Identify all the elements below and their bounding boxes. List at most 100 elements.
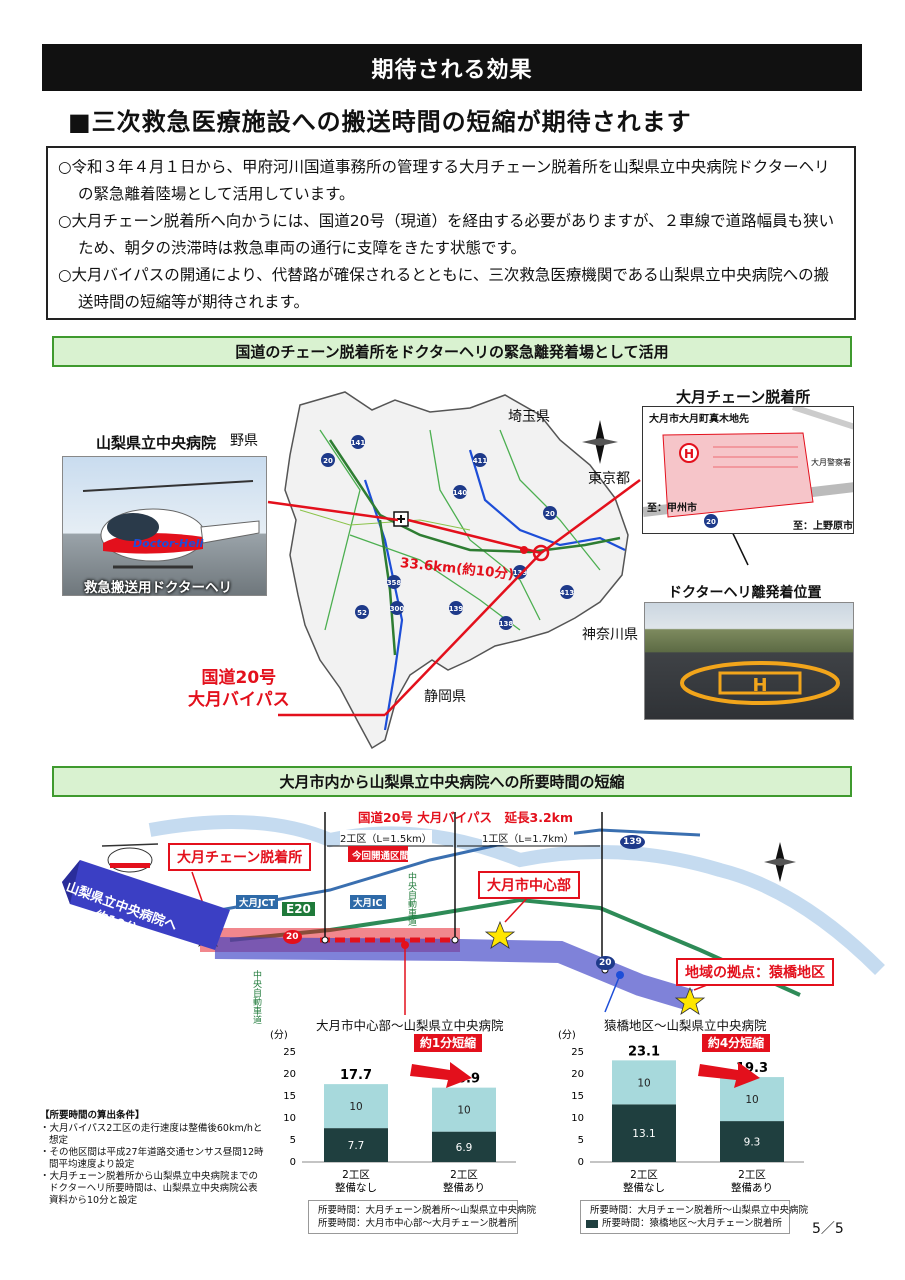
city-center-callout: 大月市中心部 [478,871,580,899]
bar-data-label: 13.1 [632,1128,655,1140]
x-tick-label: 2工区 [450,1169,478,1181]
x-tick-label: 整備あり [443,1181,485,1194]
condition-item: ・その他区間は平成27年道路交通センサス昼間12時間平均速度より設定 [40,1147,264,1170]
route-number: 140 [453,489,468,497]
route-number: 413 [560,589,575,597]
north-compass-icon [764,842,796,882]
route-number: 358 [387,579,402,587]
pref-tokyo: 東京都 [588,471,630,487]
chart-travel-time-saruhashi: (分)051015202513.11023.12工区整備なし9.31019.32… [558,1029,804,1194]
x-tick-label: 2工区 [630,1169,658,1181]
bar-data-label: 10 [745,1094,758,1106]
x-tick-label: 2工区 [342,1169,370,1181]
bar-segment [612,1060,676,1105]
bullet-item: ○大月バイパスの開通により、代替路が確保されるとともに、三次救急医療機関である山… [58,266,830,311]
y-tick-label: 0 [290,1157,296,1168]
y-tick-label: 25 [571,1047,584,1058]
annotation-arrow [698,1062,760,1088]
svg-text:20: 20 [706,518,716,526]
legend-item: 所要時間：大月チェーン脱着所～山梨県立中央病院 [590,1205,809,1216]
y-tick-label: 5 [290,1135,296,1146]
route-number: 20 [323,457,333,465]
pref-kanagawa: 神奈川県 [582,627,638,643]
chuo-expressway-label: 中央自動車道 [251,970,261,1024]
chain-station-callout: 大月チェーン脱着所 [168,843,312,871]
chart2-legend: 所要時間：大月チェーン脱着所～山梨県立中央病院 所要時間：猿橋地区～大月チェーン… [580,1200,809,1234]
prefecture-outline [284,391,629,750]
y-tick-label: 25 [283,1047,296,1058]
svg-text:Doctor-Heli: Doctor-Heli [133,537,203,550]
page-header: 期待される効果 [42,44,862,91]
x-tick-label: 整備あり [731,1181,773,1194]
section1-label: 1工区（L=1.7km） [482,830,574,845]
bullet-item: ○大月チェーン脱着所へ向かうには、国道20号（現道）を経由する必要がありますが、… [58,212,835,257]
saruhashi-callout: 地域の拠点：猿橋地区 [676,958,834,986]
y-tick-label: 15 [571,1091,584,1102]
bar-segment [432,1087,496,1132]
police-label: 大月警察署 [811,458,851,467]
route-number: 411 [473,457,488,465]
pref-nagano: 野県 [230,433,258,449]
section-title: ■三次救急医療施設への搬送時間の短縮が期待されます [68,108,692,136]
bullet-item: ○令和３年４月１日から、甲府河川国道事務所の管理する大月チェーン脱着所を山梨県立… [58,158,830,203]
yamanashi-map: 141 20 411 140 20 358 300 52 139 138 413… [267,391,749,750]
section2-label: 2工区（L=1.5km） [340,830,432,845]
route-number: 138 [499,620,514,628]
saruhashi-star-icon [674,986,706,1015]
y-tick-label: 15 [283,1091,296,1102]
chuo-expressway-label-2: 中央自動車道 [406,872,416,926]
r20-sign-east: 20 [596,956,615,970]
heliport-caption: ドクターヘリ離発着位置 [668,585,822,601]
r20-sign: 20 [283,930,302,944]
pref-saitama: 埼玉県 [508,409,550,425]
arrow-to-hospital [62,860,230,950]
y-tick-label: 10 [283,1113,296,1124]
heliport-h-icon [679,443,699,463]
y-tick-label: 10 [571,1113,584,1124]
to-uenohara-label: 至：上野原市 [793,521,853,532]
flight-route-line [407,518,542,555]
conditions-title: 【所要時間の算出条件】 [40,1110,145,1121]
chart1-legend: 所要時間：大月チェーン脱着所～山梨県立中央病院 所要時間：大月市中心部～大月チェ… [308,1200,537,1234]
bar-data-label: 9.3 [744,1137,761,1149]
bar-data-label: 10 [349,1101,362,1113]
north-compass-icon [582,420,618,464]
bar-segment [720,1077,784,1122]
chain-station-title: 大月チェーン脱着所 [676,388,811,406]
route-number: 139 [449,605,464,613]
bypass-title: 国道20号 大月バイパス 延長3.2km [358,810,573,825]
bar-segment [612,1104,676,1162]
banner-travel-time: 大月市内から山梨県立中央病院への所要時間の短縮 [52,766,852,797]
svg-text:H: H [684,447,694,461]
x-tick-label: 2工区 [738,1169,766,1181]
bar-total-label: 17.7 [340,1068,372,1083]
hospital-label: 山梨県立中央病院 [96,434,217,452]
bar-data-label: 6.9 [456,1142,473,1154]
e20-sign: E20 [282,902,315,916]
heliport-photo: H [644,602,854,720]
helicopter-icon [101,843,159,873]
svg-text:H: H [752,675,767,696]
to-koshu-label: 至：甲州市 [647,503,697,514]
bar-total-label: 23.1 [628,1044,660,1059]
banner-heliport-use: 国道のチェーン脱着所をドクターヘリの緊急離発着場として活用 [52,336,852,367]
chart2-title: 猿橋地区～山梨県立中央病院 [604,1018,767,1033]
annotation-box [702,1034,770,1052]
y-axis-unit: (分) [270,1029,288,1041]
annotation-label: 約4分短縮 [708,1035,764,1050]
annotation-box [414,1034,482,1052]
doctor-heli-photo: Doctor-Heli [62,456,267,596]
route-number: 52 [357,609,367,617]
route-number: 20 [545,510,555,518]
bar-data-label: 10 [457,1105,470,1117]
bar-data-label: 10 [637,1077,650,1089]
legend-item: 所要時間：大月チェーン脱着所～山梨県立中央病院 [318,1205,537,1216]
chain-station-address: 大月市大月町真木地先 [649,414,749,425]
chart1-title: 大月市中心部～山梨県立中央病院 [316,1018,504,1033]
legend-item: 所要時間：大月市中心部～大月チェーン脱着所 [318,1218,518,1229]
annotation-arrow [410,1062,472,1088]
annotation-label: 約1分短縮 [420,1035,476,1050]
page-number: 5／5 [812,1221,844,1237]
helicopter-icon: Doctor-Heli [82,480,260,569]
otsuki-ic-label: 大月IC [350,895,386,909]
